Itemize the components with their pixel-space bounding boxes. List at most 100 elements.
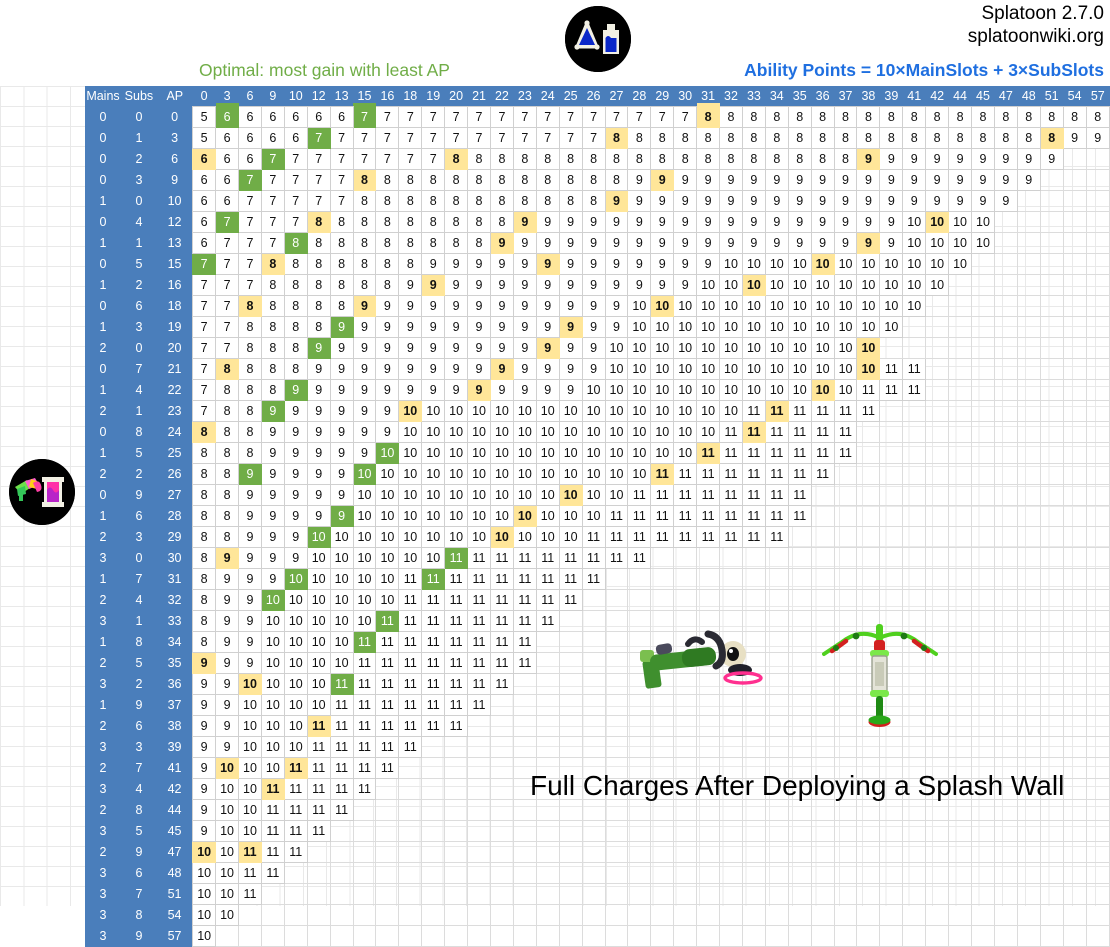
data-cell — [971, 463, 995, 485]
data-cell — [1085, 904, 1110, 926]
data-cell — [948, 673, 972, 695]
data-cell: 10 — [627, 379, 652, 401]
data-cell — [879, 337, 904, 359]
data-cell: 10 — [260, 715, 285, 737]
row-mains: 3 — [85, 736, 121, 758]
data-cell: 10 — [535, 442, 560, 464]
data-cell — [535, 694, 560, 716]
data-cell — [1016, 442, 1041, 464]
data-cell: 9 — [192, 652, 217, 674]
data-cell: 9 — [558, 211, 583, 233]
data-cell — [810, 568, 835, 590]
data-cell: 6 — [238, 127, 262, 149]
data-cell — [856, 736, 881, 758]
row-subs: 6 — [120, 295, 157, 317]
row-mains: 0 — [85, 421, 121, 443]
data-cell: 9 — [489, 337, 514, 359]
data-cell — [581, 841, 606, 863]
data-cell — [627, 715, 652, 737]
data-cell: 10 — [787, 379, 812, 401]
data-cell: 9 — [810, 190, 835, 212]
data-cell — [535, 925, 560, 947]
data-cell — [1062, 883, 1087, 905]
data-cell: 10 — [375, 568, 400, 590]
data-cell: 10 — [787, 358, 812, 380]
data-cell: 9 — [192, 715, 217, 737]
data-cell: 10 — [512, 463, 537, 485]
data-cell: 9 — [444, 253, 469, 275]
data-cell — [650, 820, 675, 842]
data-cell: 9 — [581, 316, 606, 338]
data-cell: 8 — [627, 127, 652, 149]
data-cell — [398, 841, 423, 863]
data-cell: 11 — [467, 589, 491, 611]
data-cell: 10 — [398, 421, 423, 443]
data-cell: 11 — [673, 463, 698, 485]
data-cell — [581, 736, 606, 758]
data-cell — [673, 610, 698, 632]
data-cell: 8 — [719, 148, 743, 170]
data-cell: 9 — [902, 148, 927, 170]
data-cell: 10 — [444, 505, 469, 527]
data-cell: 9 — [581, 274, 606, 296]
data-cell: 11 — [421, 631, 446, 653]
data-cell: 7 — [283, 211, 308, 233]
data-cell: 8 — [192, 505, 217, 527]
data-cell — [833, 484, 858, 506]
data-cell: 9 — [604, 190, 629, 212]
data-cell — [993, 820, 1018, 842]
row-ap: 51 — [156, 883, 193, 905]
data-cell — [764, 841, 789, 863]
data-cell: 10 — [925, 211, 950, 233]
data-cell: 9 — [421, 337, 446, 359]
row-mains: 2 — [85, 463, 121, 485]
data-cell — [1062, 820, 1087, 842]
data-cell — [948, 568, 972, 590]
row-ap: 31 — [156, 568, 193, 590]
data-cell — [1039, 442, 1064, 464]
data-cell: 7 — [421, 127, 446, 149]
data-cell: 9 — [238, 652, 262, 674]
data-cell: 10 — [810, 295, 835, 317]
data-cell: 10 — [398, 505, 423, 527]
data-cell: 9 — [558, 295, 583, 317]
data-cell: 9 — [948, 190, 972, 212]
column-header-13: 13 — [330, 86, 354, 107]
data-cell: 9 — [238, 610, 262, 632]
row-ap: 48 — [156, 862, 193, 884]
row-ap: 32 — [156, 589, 193, 611]
data-cell — [993, 358, 1018, 380]
data-cell — [467, 925, 491, 947]
data-cell: 10 — [696, 274, 721, 296]
data-cell: 10 — [948, 232, 972, 254]
row-ap: 22 — [156, 379, 193, 401]
data-cell: 8 — [1062, 106, 1087, 128]
data-cell — [948, 274, 972, 296]
data-cell: 7 — [260, 232, 285, 254]
data-cell — [925, 862, 950, 884]
data-cell — [467, 799, 491, 821]
data-cell: 9 — [375, 400, 400, 422]
data-cell: 7 — [535, 106, 560, 128]
data-cell: 9 — [535, 253, 560, 275]
data-cell: 11 — [787, 484, 812, 506]
data-cell — [1016, 904, 1041, 926]
data-cell: 9 — [558, 358, 583, 380]
data-cell: 9 — [352, 295, 377, 317]
data-cell — [741, 904, 766, 926]
data-cell: 11 — [719, 442, 743, 464]
data-cell: 11 — [764, 400, 789, 422]
data-cell: 11 — [627, 484, 652, 506]
data-cell: 11 — [329, 778, 354, 800]
column-header-34: 34 — [765, 86, 789, 107]
data-cell — [535, 820, 560, 842]
data-cell: 9 — [558, 232, 583, 254]
data-cell: 10 — [902, 253, 927, 275]
data-cell — [329, 904, 354, 926]
data-cell: 7 — [306, 127, 331, 149]
data-cell: 9 — [696, 232, 721, 254]
data-cell: 7 — [329, 148, 354, 170]
